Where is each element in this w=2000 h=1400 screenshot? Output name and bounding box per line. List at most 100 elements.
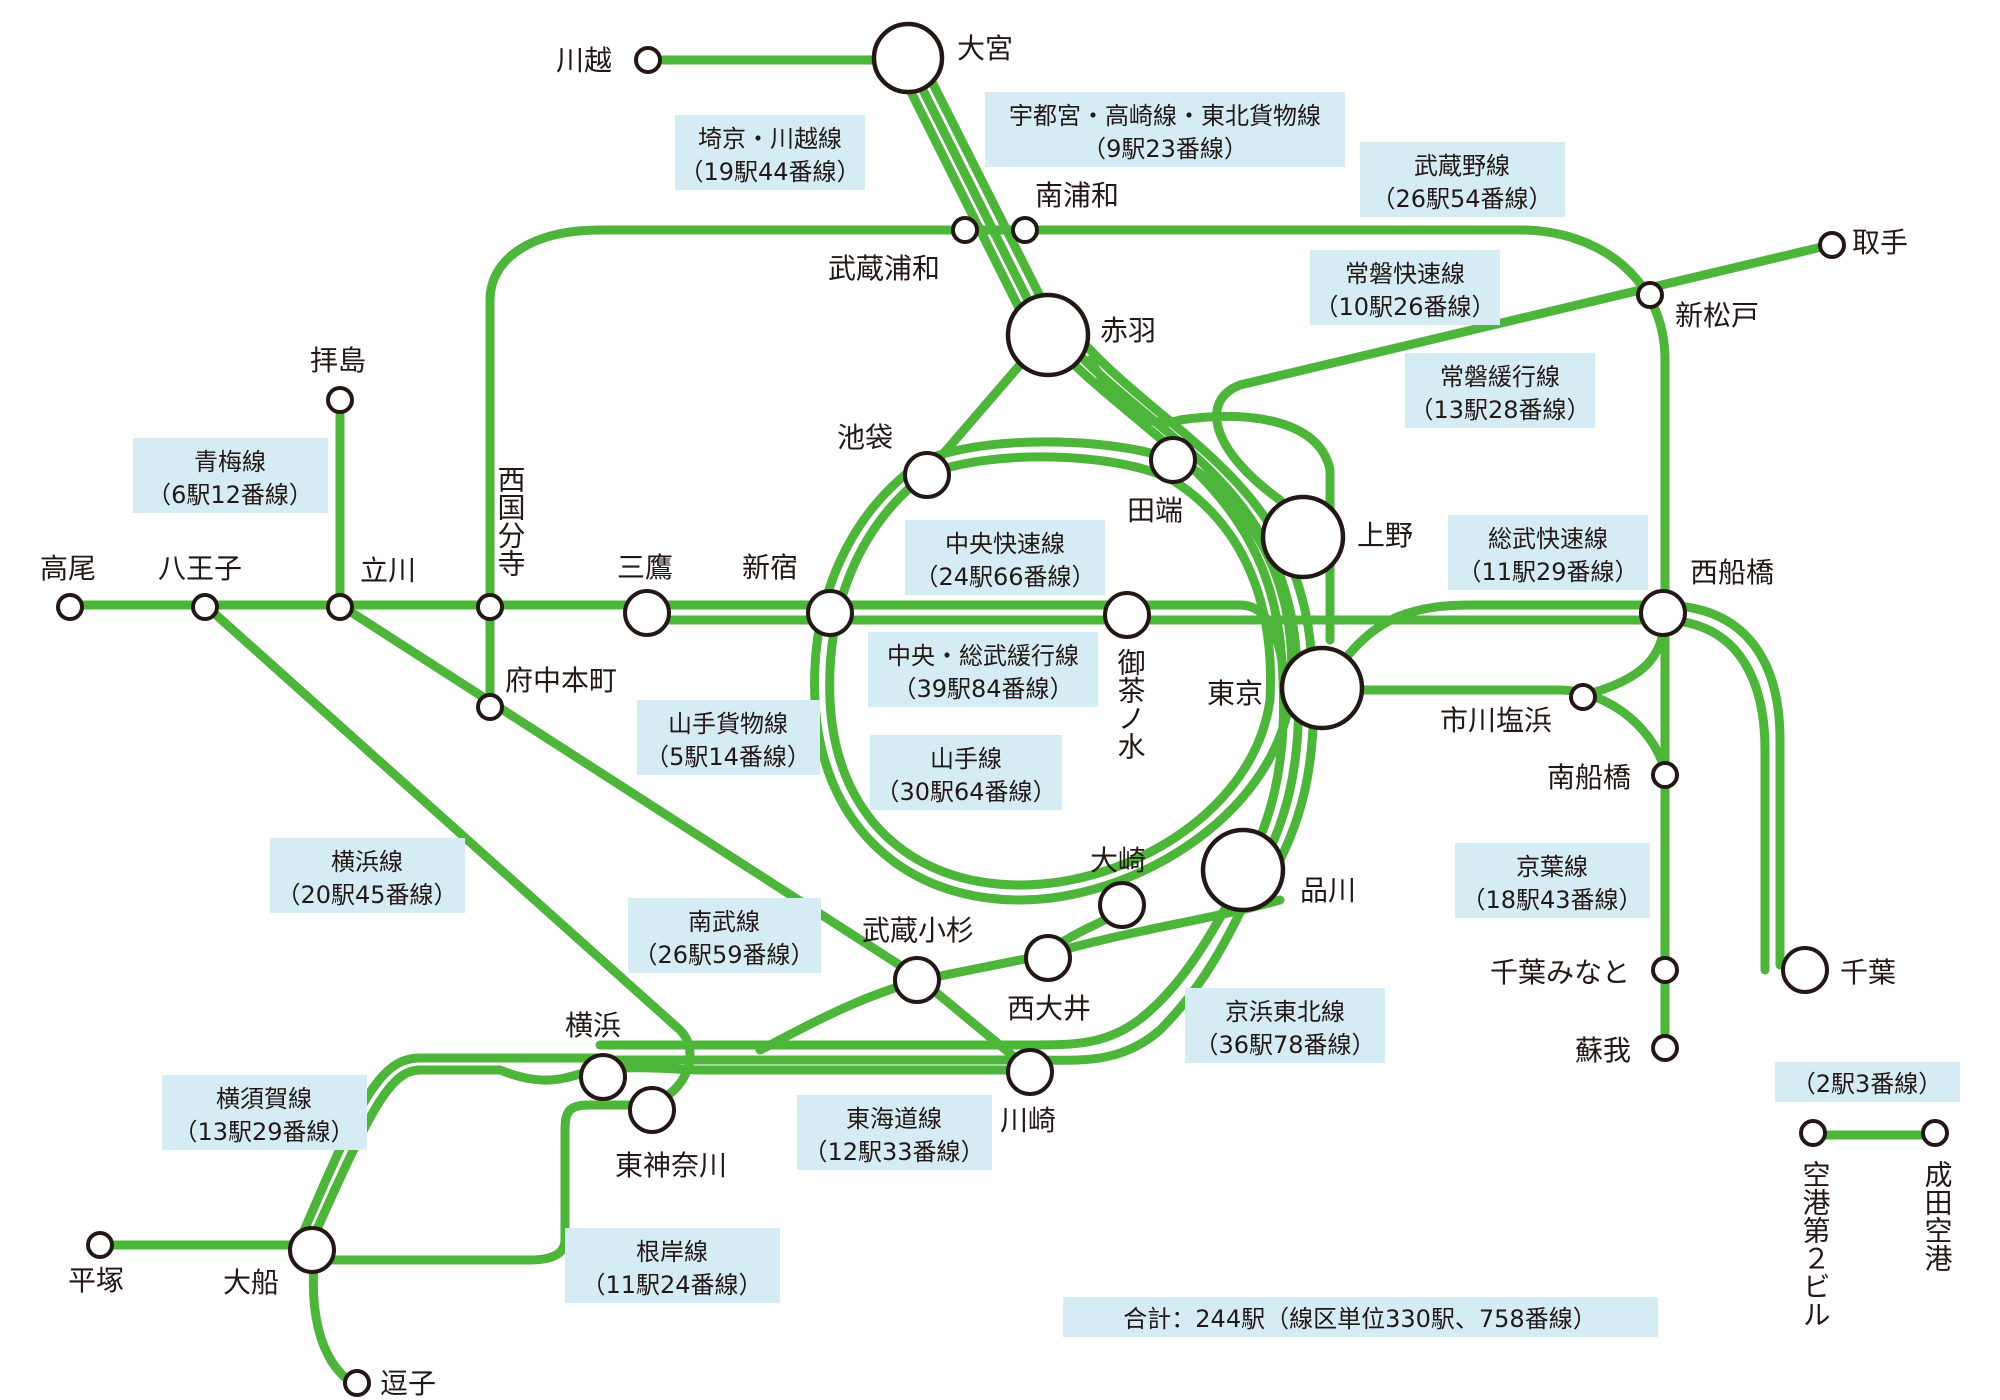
box-narita-branch: （2駅3番線）: [1775, 1062, 1960, 1102]
box-chuo-rapid: 中央快速線 （24駅66番線）: [905, 520, 1105, 595]
station-label-ochanomizu: 御茶ノ水: [1114, 648, 1147, 760]
station-marker-higashi-kanagawa[interactable]: [628, 1086, 676, 1134]
station-marker-chiba[interactable]: [1781, 946, 1829, 994]
station-marker-tokyo[interactable]: [1279, 645, 1365, 731]
box-ome: 青梅線 （6駅12番線）: [133, 438, 328, 513]
station-marker-haijima[interactable]: [326, 386, 354, 414]
station-marker-musashi-kosugi[interactable]: [893, 956, 941, 1004]
box-yokosuka-name: 横須賀線: [216, 1085, 312, 1113]
box-saikyo: 埼京・川越線 （19駅44番線）: [675, 115, 865, 190]
station-label-yokohama: 横浜: [565, 1009, 621, 1042]
station-label-omiya: 大宮: [957, 32, 1013, 65]
station-label-ueno: 上野: [1357, 519, 1413, 552]
station-marker-zushi[interactable]: [343, 1369, 371, 1397]
station-marker-hiratsuka[interactable]: [86, 1231, 114, 1259]
yokosuka-line-south: [305, 1063, 1035, 1250]
station-marker-shin-matsudo[interactable]: [1636, 281, 1664, 309]
box-sobu-rapid-name: 総武快速線: [1488, 525, 1608, 553]
station-label-osaki: 大崎: [1090, 844, 1146, 877]
station-label-tabata: 田端: [1127, 494, 1183, 527]
station-marker-musashi-urawa[interactable]: [951, 216, 979, 244]
box-sobu-rapid-count: （11駅29番線）: [1457, 558, 1638, 586]
station-marker-minami-urawa[interactable]: [1011, 216, 1039, 244]
box-saikyo-name: 埼京・川越線: [698, 125, 842, 153]
utsunomiya-line-a: [890, 55, 1030, 325]
station-marker-fuchu-hommachi[interactable]: [476, 693, 504, 721]
station-marker-tabata[interactable]: [1149, 436, 1197, 484]
station-label-musashi-urawa: 武蔵浦和: [828, 252, 940, 285]
keiyo-line: [1325, 685, 1670, 775]
station-label-haijima: 拝島: [310, 344, 366, 377]
station-label-musashi-kosugi: 武蔵小杉: [862, 914, 974, 947]
box-negishi-name: 根岸線: [636, 1238, 708, 1266]
total-summary: 合計：244駅（線区単位330駅、758番線）: [1123, 1305, 1596, 1333]
box-yamanote-count: （30駅64番線）: [875, 778, 1056, 806]
line-info-boxes: 宇都宮・高崎線・東北貨物線 （9駅23番線） 埼京・川越線 （19駅44番線） …: [133, 92, 1960, 1337]
station-marker-hachioji[interactable]: [191, 593, 219, 621]
box-yamanote-name: 山手線: [930, 745, 1002, 773]
box-utsunomiya-name: 宇都宮・高崎線・東北貨物線: [1009, 102, 1321, 130]
box-joban-local-count: （13駅28番線）: [1409, 396, 1590, 424]
station-marker-soga[interactable]: [1651, 1034, 1679, 1062]
box-yamanote-freight-count: （5駅14番線）: [645, 743, 811, 771]
yokosuka-zushi: [308, 1250, 360, 1390]
station-label-higashi-kanagawa: 東神奈川: [615, 1149, 727, 1182]
box-chuo-sobu-local: 中央・総武緩行線 （39駅84番線）: [868, 632, 1098, 707]
box-yokohama-line: 横浜線 （20駅45番線）: [270, 838, 465, 913]
box-keiyo-count: （18駅43番線）: [1461, 886, 1642, 914]
station-marker-osaki[interactable]: [1098, 881, 1146, 929]
station-marker-kawagoe[interactable]: [634, 46, 662, 74]
station-marker-kawasaki[interactable]: [1006, 1048, 1054, 1096]
station-marker-shinjuku[interactable]: [806, 589, 854, 637]
station-label-hiratsuka: 平塚: [68, 1264, 124, 1297]
station-label-kawasaki: 川崎: [1000, 1104, 1056, 1137]
station-marker-airport-t2[interactable]: [1799, 1119, 1827, 1147]
station-marker-nishi-kokubunji[interactable]: [476, 593, 504, 621]
station-marker-tachikawa[interactable]: [326, 593, 354, 621]
sobu-rapid-line-b: [1655, 615, 1770, 975]
station-marker-ochanomizu[interactable]: [1103, 591, 1151, 639]
station-marker-ueno[interactable]: [1260, 494, 1346, 580]
station-label-nishi-oi: 西大井: [1007, 992, 1091, 1025]
station-marker-takao[interactable]: [56, 593, 84, 621]
station-marker-ikebukuro[interactable]: [903, 451, 951, 499]
box-chuo-sobu-local-count: （39駅84番線）: [892, 675, 1073, 703]
box-keiyo: 京葉線 （18駅43番線）: [1455, 843, 1650, 918]
tokaido-line: [595, 875, 1245, 1050]
utsunomiya-line-c: [916, 55, 1057, 325]
station-marker-chiba-minato[interactable]: [1651, 956, 1679, 984]
box-tokaido: 東海道線 （12駅33番線）: [797, 1095, 992, 1170]
box-keihin-tohoku-name: 京浜東北線: [1225, 998, 1345, 1026]
route-lines: [65, 55, 1940, 1390]
box-negishi: 根岸線 （11駅24番線）: [565, 1228, 780, 1303]
station-marker-ichikawa-shiohama[interactable]: [1569, 683, 1597, 711]
station-marker-toride[interactable]: [1818, 231, 1846, 259]
station-marker-mitaka[interactable]: [623, 589, 671, 637]
utsunomiya-line-b: [903, 55, 1043, 325]
box-musashino: 武蔵野線 （26駅54番線）: [1360, 142, 1565, 217]
station-marker-nishi-funabashi[interactable]: [1639, 589, 1687, 637]
station-marker-nishi-oi[interactable]: [1024, 934, 1072, 982]
station-marker-yokohama[interactable]: [579, 1053, 627, 1101]
tohoku-trunk-c: [1061, 317, 1319, 885]
station-marker-shinagawa[interactable]: [1200, 827, 1286, 913]
station-label-ikebukuro: 池袋: [837, 421, 893, 454]
negishi-line: [315, 1100, 655, 1265]
station-marker-akabane[interactable]: [1005, 292, 1091, 378]
station-label-nishi-kokubunji: 西国分寺: [494, 465, 527, 577]
box-ome-name: 青梅線: [194, 448, 266, 476]
box-yokosuka: 横須賀線 （13駅29番線）: [162, 1075, 367, 1150]
station-label-minami-urawa: 南浦和: [1035, 179, 1119, 212]
box-keihin-tohoku: 京浜東北線 （36駅78番線）: [1185, 988, 1385, 1063]
station-marker-ofuna[interactable]: [288, 1226, 336, 1274]
station-marker-narita-airport[interactable]: [1921, 1119, 1949, 1147]
station-label-kawagoe: 川越: [556, 44, 612, 77]
box-negishi-count: （11駅24番線）: [581, 1271, 762, 1299]
station-marker-minami-funabashi[interactable]: [1651, 761, 1679, 789]
station-label-ofuna: 大船: [223, 1266, 279, 1299]
station-marker-omiya[interactable]: [871, 21, 945, 95]
station-label-akabane: 赤羽: [1100, 314, 1156, 347]
box-utsunomiya-count: （9駅23番線）: [1082, 135, 1248, 163]
box-joban-rapid-count: （10駅26番線）: [1314, 293, 1495, 321]
